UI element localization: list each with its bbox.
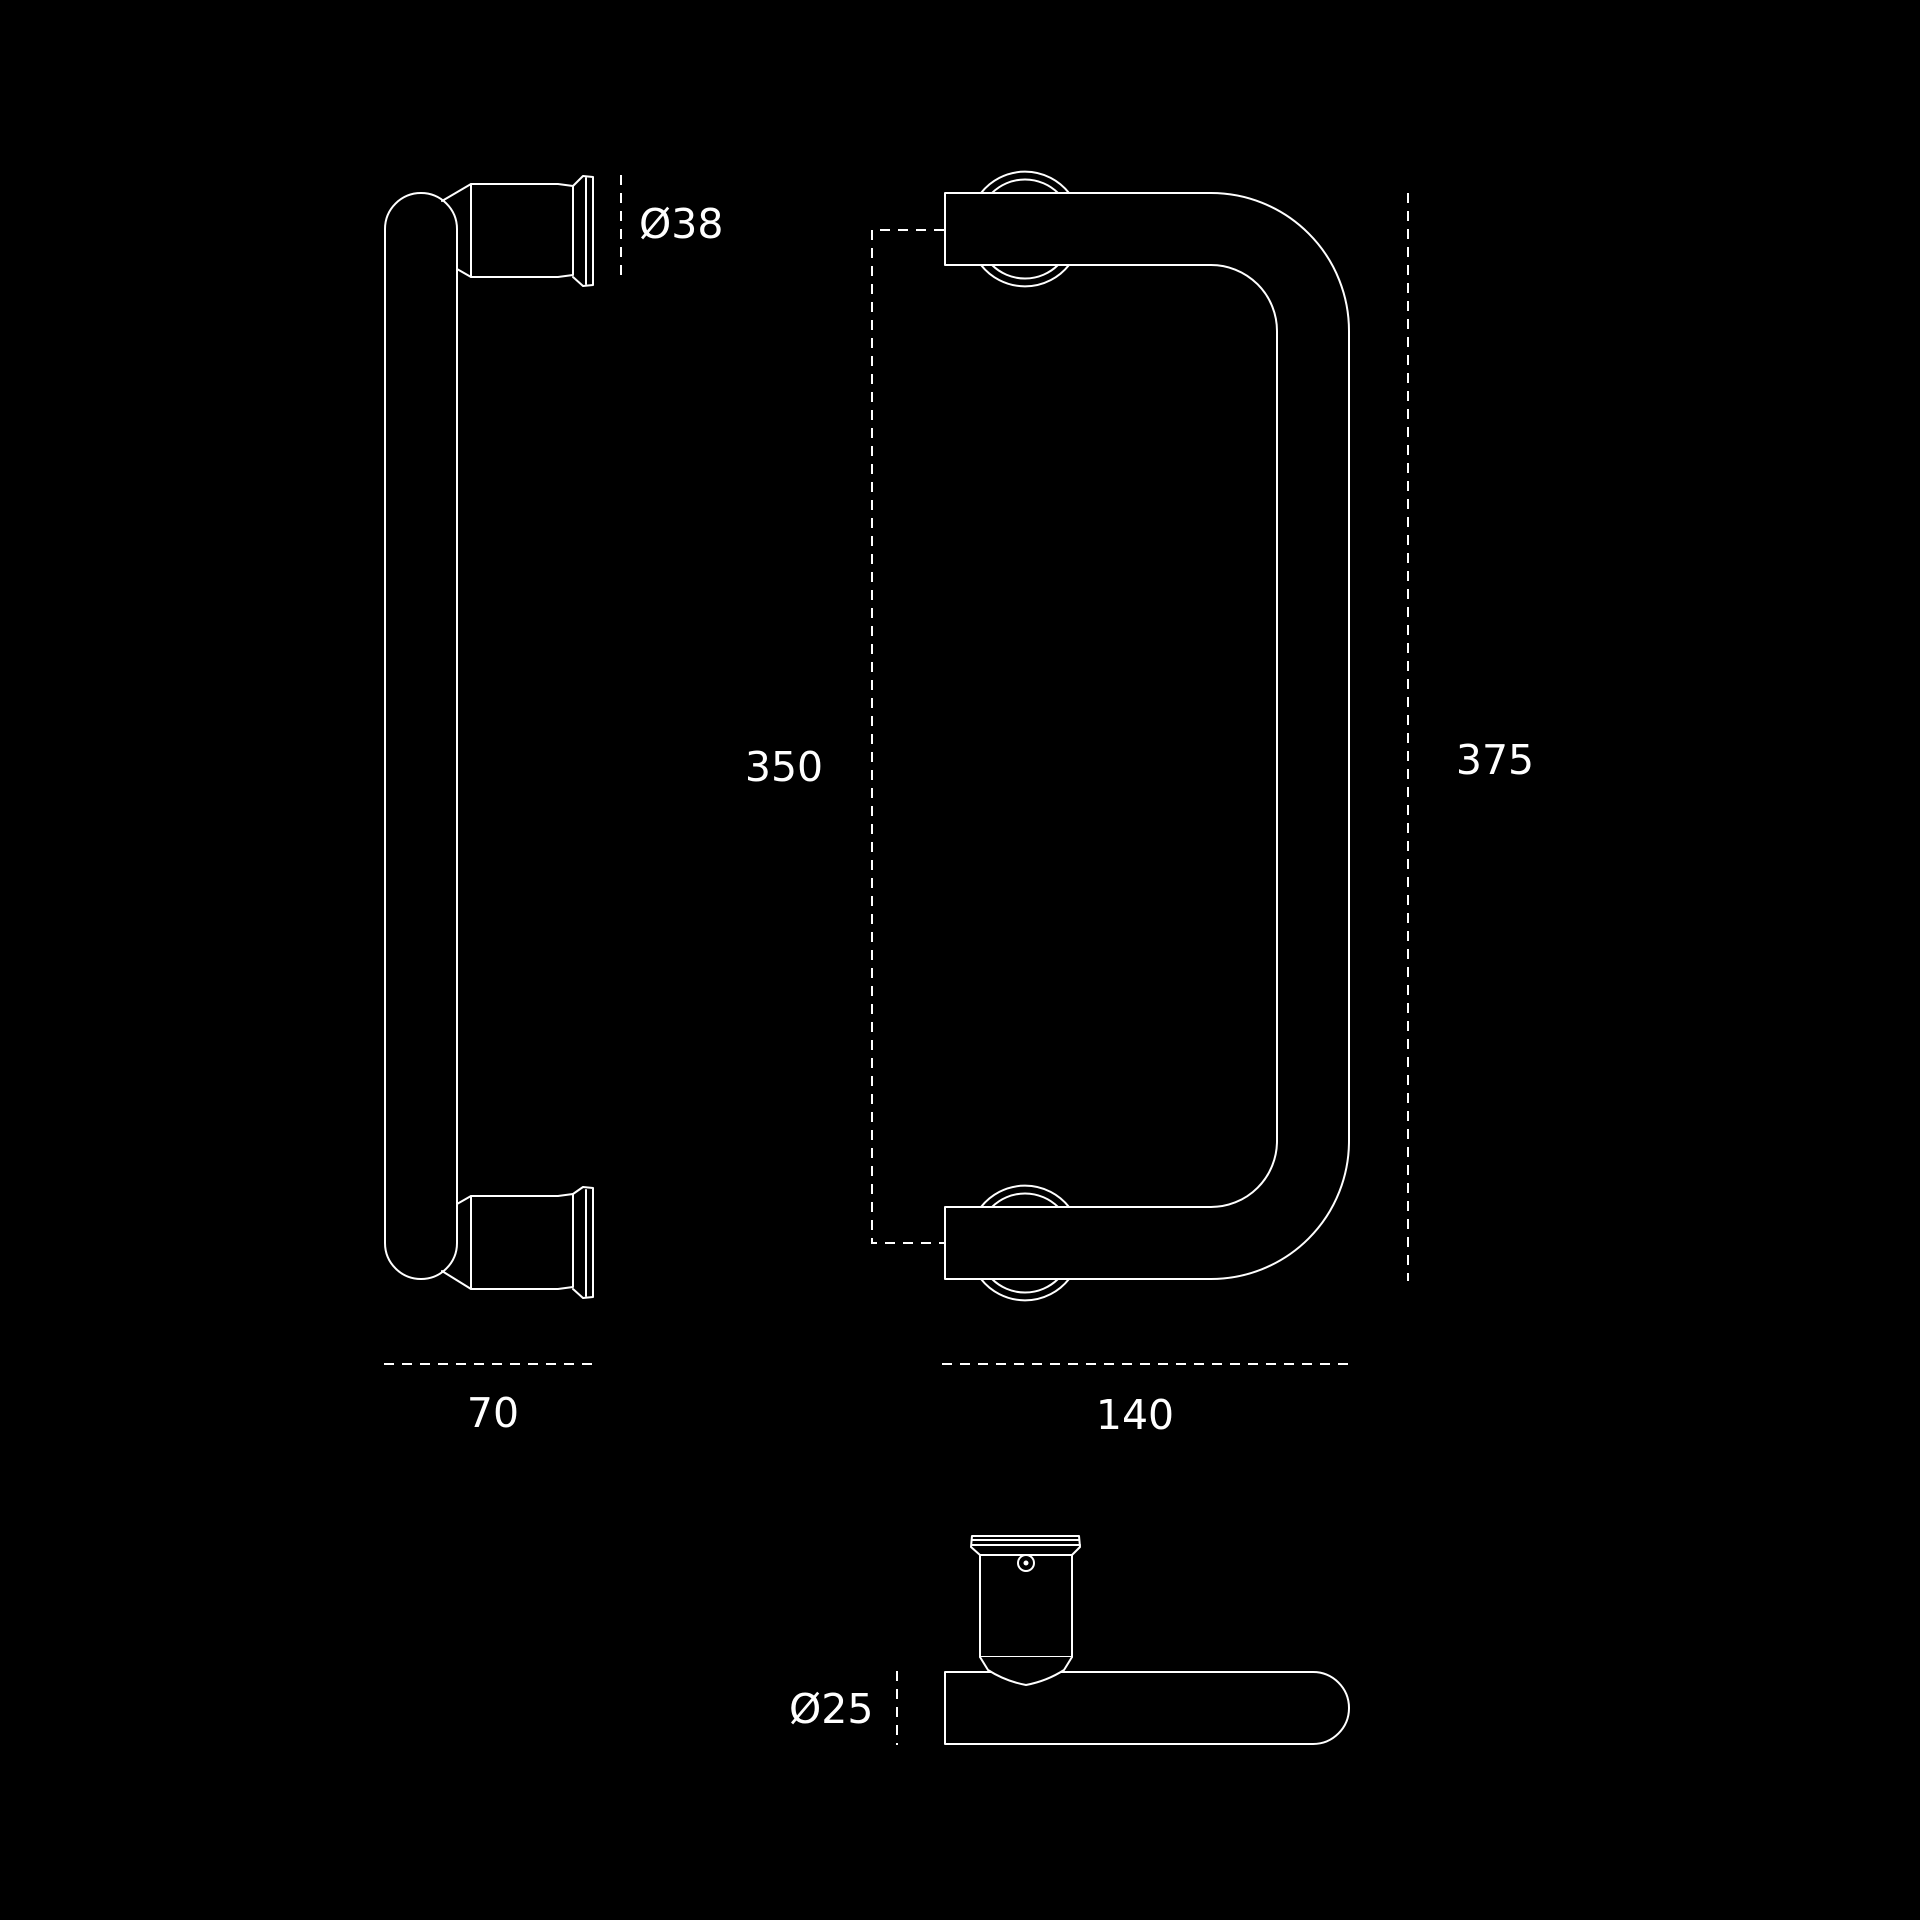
overall-length-label: 375 — [1456, 736, 1534, 784]
side-view: Ø38 70 — [384, 175, 723, 1437]
top-view: Ø25 — [789, 1535, 1350, 1745]
center-distance-label: 350 — [745, 743, 823, 791]
front-view-top-rosette — [980, 170, 1070, 288]
front-view-bottom-rosette — [980, 1184, 1070, 1302]
depth-label: 140 — [1096, 1391, 1174, 1439]
front-view: 350 375 140 — [745, 170, 1534, 1439]
center-distance-dimension-line — [871, 229, 944, 1244]
side-view-bar — [384, 192, 458, 1280]
diameter-38-label: Ø38 — [639, 200, 723, 248]
diameter-25-label: Ø25 — [789, 1685, 873, 1733]
side-view-bottom-standoff — [441, 1186, 594, 1299]
top-view-tube — [944, 1671, 1350, 1745]
projection-label: 70 — [467, 1389, 519, 1437]
side-view-top-standoff — [441, 175, 594, 287]
front-view-u-handle — [944, 192, 1350, 1280]
top-view-screw — [1017, 1554, 1035, 1572]
